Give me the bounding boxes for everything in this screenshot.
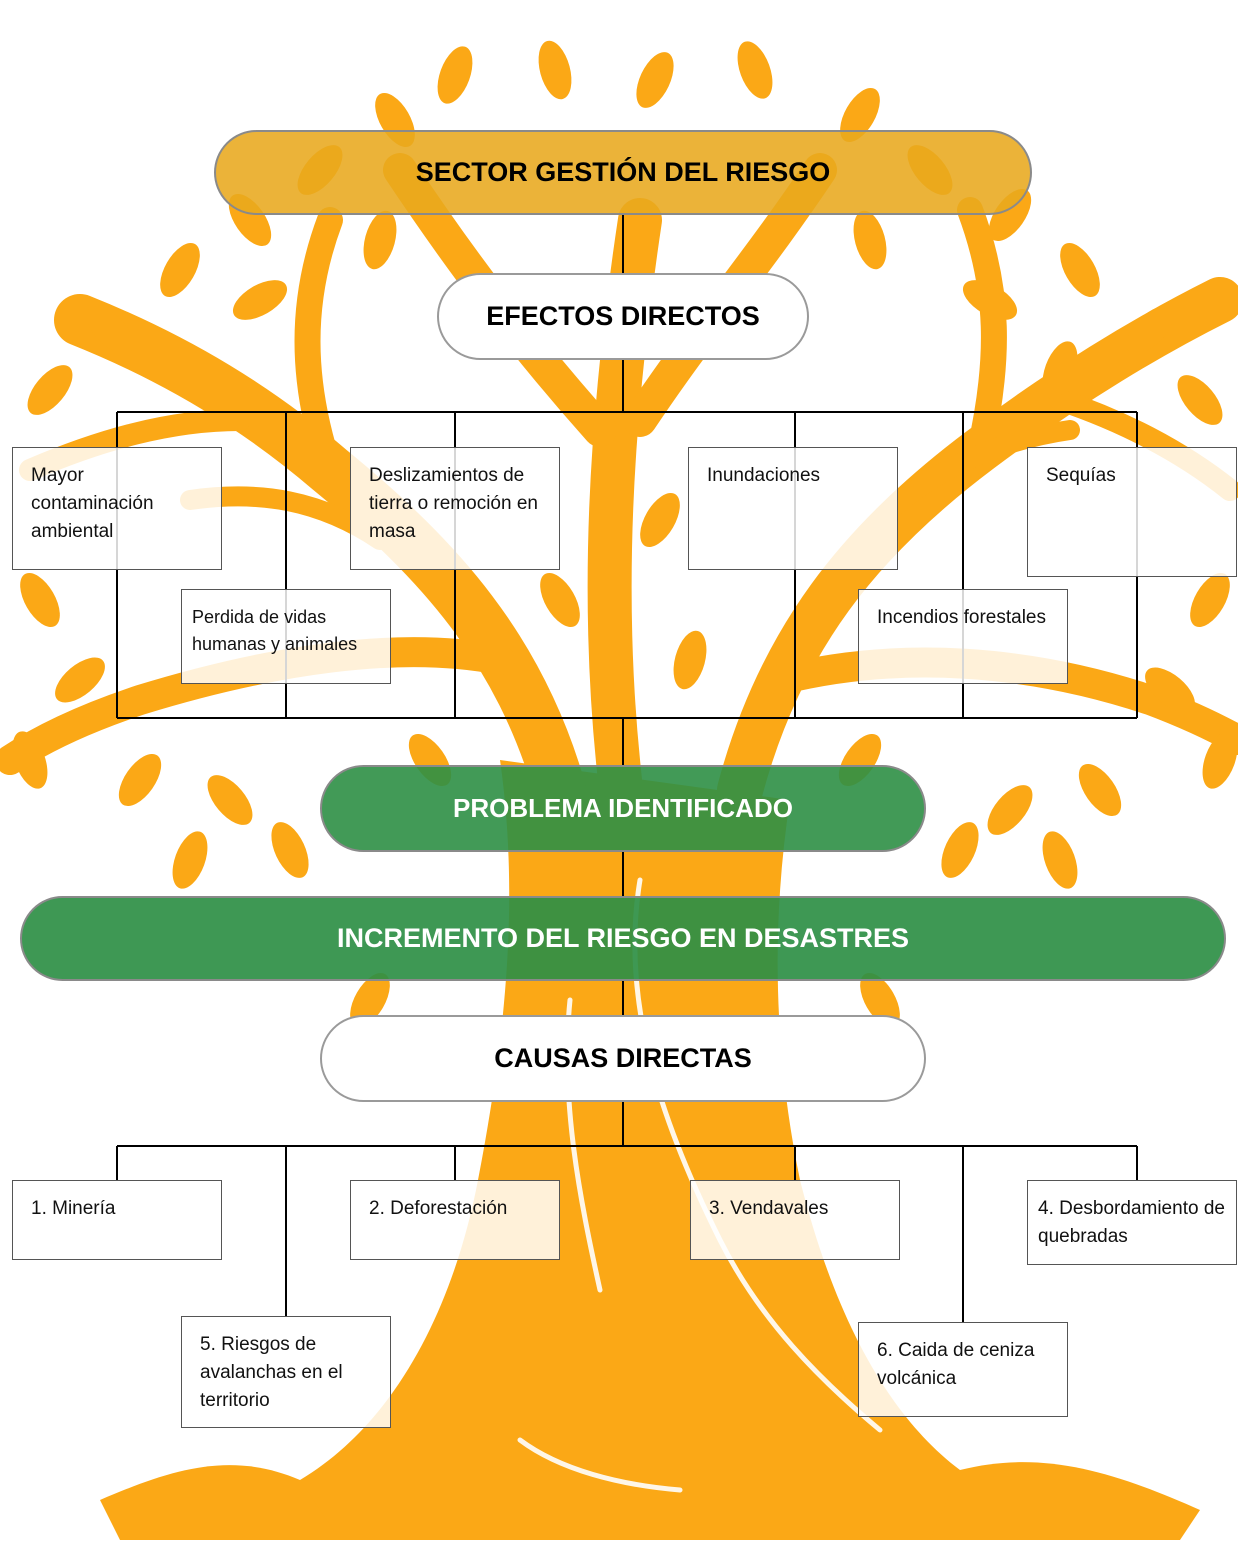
cause-box: 1. Minería <box>12 1180 222 1260</box>
sector-title-pill: SECTOR GESTIÓN DEL RIESGO <box>214 130 1032 215</box>
leaf <box>118 753 162 807</box>
leaf <box>160 242 200 298</box>
problem-statement-pill: INCREMENTO DEL RIESGO EN DESASTRES <box>20 896 1226 981</box>
leaf <box>1202 731 1238 789</box>
problem-header: PROBLEMA IDENTIFICADO <box>453 793 793 823</box>
leaf <box>962 280 1018 320</box>
branch <box>957 197 1007 463</box>
leaf <box>860 972 900 1028</box>
leaf <box>988 188 1032 242</box>
causes-header-pill: CAUSAS DIRECTAS <box>320 1015 926 1102</box>
leaf <box>540 572 580 628</box>
leaf <box>232 280 288 320</box>
leaf <box>1190 572 1230 628</box>
leaf <box>1126 306 1174 354</box>
leaf <box>350 972 390 1028</box>
problem-statement: INCREMENTO DEL RIESGO EN DESASTRES <box>336 923 910 953</box>
effects-header-pill: EFECTOS DIRECTOS <box>437 273 809 360</box>
effect-box: Incendios forestales <box>858 589 1068 684</box>
sector-title: SECTOR GESTIÓN DEL RIESGO <box>415 157 831 187</box>
leaf <box>363 210 397 270</box>
effect-box: Inundaciones <box>688 447 898 570</box>
effect-box: Sequías <box>1027 447 1237 577</box>
leaf <box>20 572 60 628</box>
cause-box: 5. Riesgos de avalanchas en el territori… <box>181 1316 391 1428</box>
leaf <box>1042 831 1078 889</box>
leaf <box>636 52 674 108</box>
effects-header: EFECTOS DIRECTOS <box>486 301 760 331</box>
leaf <box>182 351 218 409</box>
leaf <box>27 365 73 415</box>
leaf <box>172 831 208 889</box>
tree-trunk <box>150 760 1110 1540</box>
cause-box: 6. Caida de ceniza volcánica <box>858 1322 1068 1417</box>
leaf <box>640 492 680 548</box>
leaf <box>673 630 707 690</box>
leaf <box>437 46 473 104</box>
causes-header: CAUSAS DIRECTAS <box>494 1043 752 1073</box>
cause-box: 3. Vendavales <box>690 1180 900 1260</box>
leaf <box>1177 375 1223 425</box>
leaf <box>12 731 48 789</box>
leaf <box>538 40 572 100</box>
effect-box: Deslizamientos de tierra o remoción en m… <box>350 447 560 570</box>
leaf <box>55 657 105 703</box>
branch <box>870 420 1080 530</box>
cause-box: 2. Deforestación <box>350 1180 560 1260</box>
root-left <box>100 1465 340 1540</box>
leaf <box>987 785 1033 835</box>
leaf <box>1042 341 1078 399</box>
root-right <box>930 1462 1200 1540</box>
cause-box: 4. Desbordamiento de quebradas <box>1027 1180 1237 1265</box>
leaf <box>1060 242 1100 298</box>
effect-box: Mayor contaminación ambiental <box>12 447 222 570</box>
branch <box>294 207 343 483</box>
leaf <box>1145 667 1195 713</box>
effect-box: Perdida de vidas humanas y animales <box>181 589 391 684</box>
leaf <box>1078 763 1122 817</box>
leaf <box>840 87 880 143</box>
leaf <box>271 822 309 878</box>
trunk-highlight <box>517 1437 683 1493</box>
leaf <box>941 822 979 878</box>
leaf <box>86 306 134 354</box>
leaf <box>853 210 887 270</box>
leaf <box>737 41 773 99</box>
leaf <box>207 775 253 825</box>
problem-header-pill: PROBLEMA IDENTIFICADO <box>320 765 926 852</box>
branch <box>0 637 515 775</box>
